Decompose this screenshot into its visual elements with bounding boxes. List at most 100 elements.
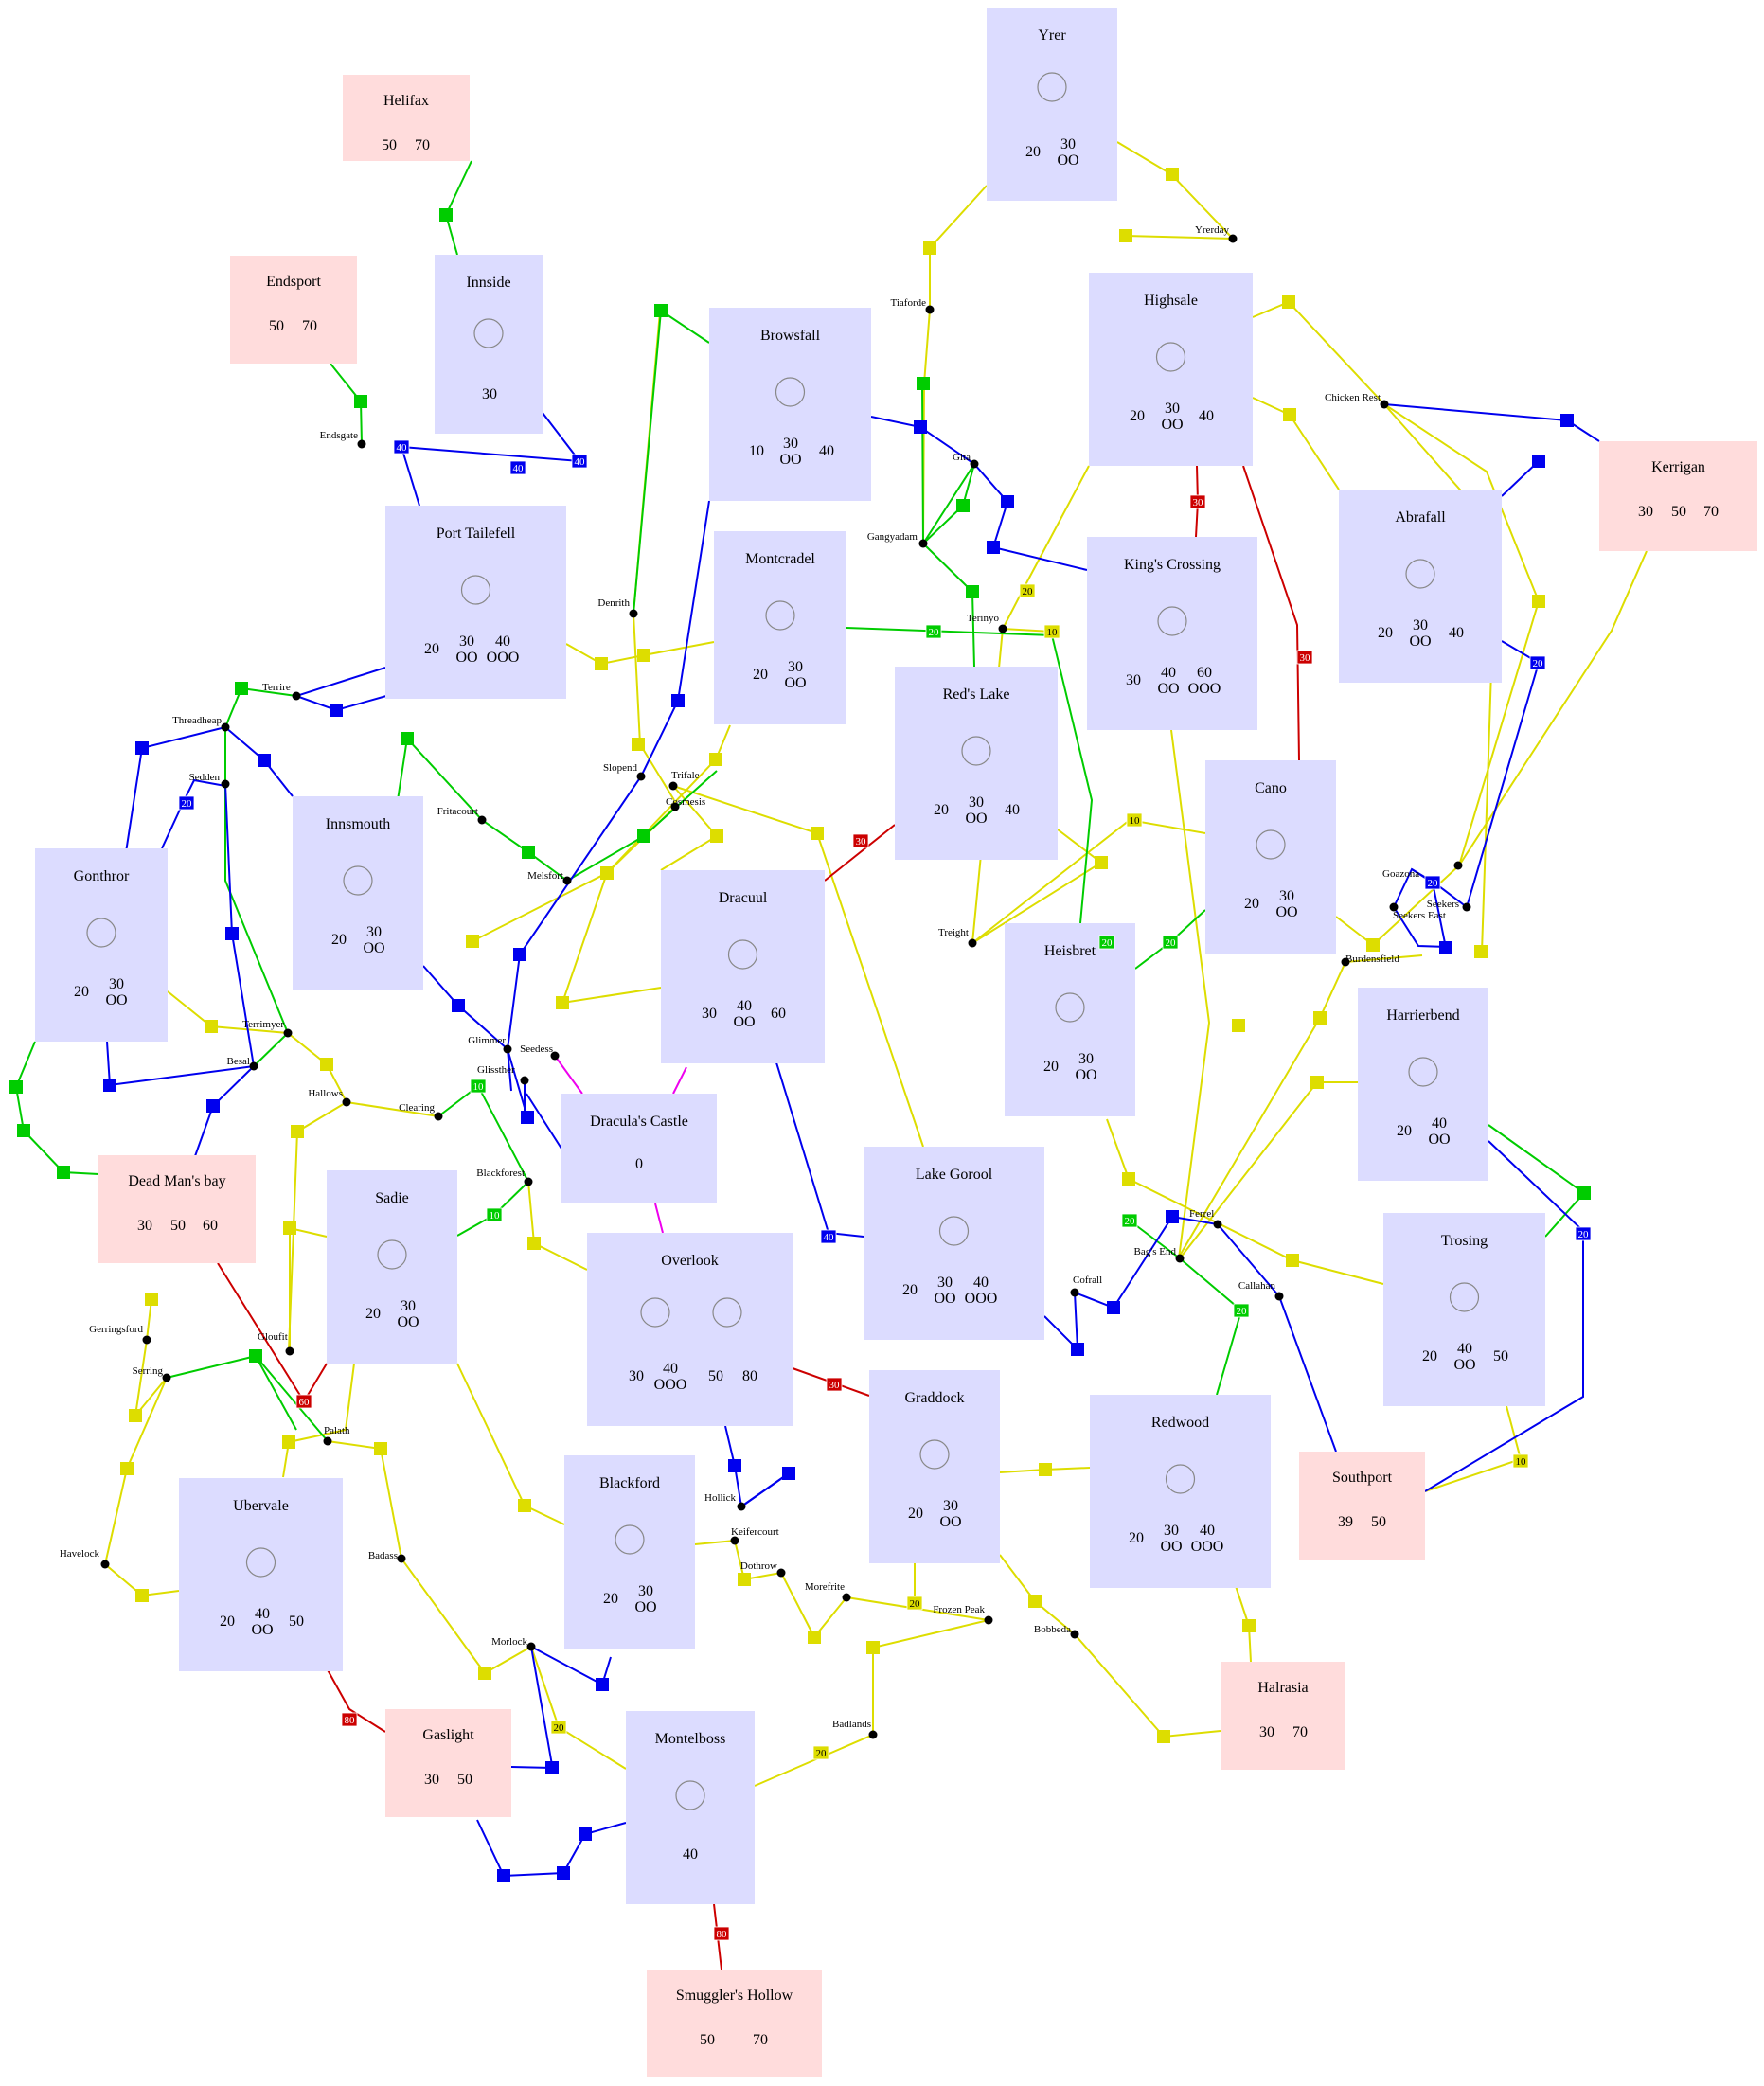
town-serring[interactable]: Serring [133,1365,171,1382]
waypoint-square [1283,408,1296,421]
waypoint-square [917,377,930,390]
town-badass[interactable]: Badass [368,1550,406,1563]
route-cost-label: 60 [295,1394,312,1409]
town-dot [526,1642,536,1651]
town-goazona[interactable]: Goazona [1382,861,1463,881]
town-frozen-peak[interactable]: Frozen Peak [933,1604,993,1625]
town-yrerday[interactable]: Yrerday [1195,224,1238,243]
town-threadheap[interactable]: Threadheap [172,715,230,732]
town-glimmer[interactable]: Glimmer [468,1035,512,1054]
town-blackforest[interactable]: Blackforest [476,1168,533,1186]
town-chicken-rest[interactable]: Chicken Rest [1325,392,1389,409]
town-callahan[interactable]: Callahan [1238,1280,1284,1301]
town-bobbeda[interactable]: Bobbeda [1034,1624,1079,1639]
town-terrimyer[interactable]: Terrimyer [242,1019,293,1038]
town-sedden[interactable]: Sedden [189,772,230,789]
revenue-value: 40 [1200,1523,1215,1539]
town-endsgate[interactable]: Endsgate [320,430,366,449]
town-trifale[interactable]: Trifale [668,770,700,791]
town-cofrall[interactable]: Cofrall [1070,1275,1103,1297]
town-morlock[interactable]: Morlock [491,1636,536,1651]
town-denrith[interactable]: Denrith [597,597,638,618]
town-treight[interactable]: Treight [938,927,977,948]
route-cost-label: 10 [1512,1453,1529,1469]
route-cost: 30 [1193,497,1204,508]
town-fritacourt[interactable]: Fritacourt [437,806,487,825]
town-gita[interactable]: Gita [953,452,979,469]
blue-route-78 [510,1766,553,1769]
town-cosmesis[interactable]: Cosmesis [666,796,705,811]
town-name: Gangyadam [867,531,918,543]
waypoint-square [1366,938,1380,952]
town-seekers[interactable]: Seekers [1427,899,1471,912]
town-terrire[interactable]: Terrire [262,682,301,701]
town-burdensfield[interactable]: Burdensfield [1341,954,1400,967]
yellow-route-28 [282,1363,355,1478]
city-box [661,870,825,1063]
revenue-value: 30 [137,1218,152,1234]
town-hallows[interactable]: Hallows [308,1088,351,1107]
blue-route-65 [506,500,710,1092]
town-hollick[interactable]: Hollick [704,1492,746,1511]
town-morefrite[interactable]: Morefrite [805,1581,851,1602]
town-gangyadam[interactable]: Gangyadam [867,531,928,548]
town-gerringsford[interactable]: Gerringsford [89,1324,151,1345]
town-dot [221,722,230,732]
red-route-84 [824,824,896,882]
town-tiaforde[interactable]: Tiaforde [891,297,935,314]
town-seedess[interactable]: Seedess [520,1043,560,1061]
town-glissther[interactable]: Glissther [477,1064,529,1085]
revenue-value: 30 [366,924,382,940]
town-besal[interactable]: Besal [227,1056,258,1071]
town-ferrel[interactable]: Ferrel [1189,1208,1222,1229]
town-bags-end[interactable]: Bag's End [1134,1246,1185,1263]
town-palath[interactable]: Palath [323,1425,350,1446]
town-dothrow[interactable]: Dothrow [740,1560,786,1578]
town-havelock[interactable]: Havelock [60,1548,110,1569]
town-dot [524,1177,533,1186]
waypoint-square [1242,1619,1256,1632]
town-terinyo[interactable]: Terinyo [967,613,1007,633]
town-clearing[interactable]: Clearing [399,1102,443,1121]
town-slopend[interactable]: Slopend [603,762,646,781]
city-name: Sadie [375,1190,409,1206]
town-badlands[interactable]: Badlands [832,1719,878,1739]
town-gloufit[interactable]: Gloufit [258,1331,294,1356]
town-seekers-east[interactable]: Seekers East [1389,902,1446,922]
town-melsfort[interactable]: Melsfort [527,870,572,885]
town-keifercourt[interactable]: Keifercourt [730,1526,779,1545]
